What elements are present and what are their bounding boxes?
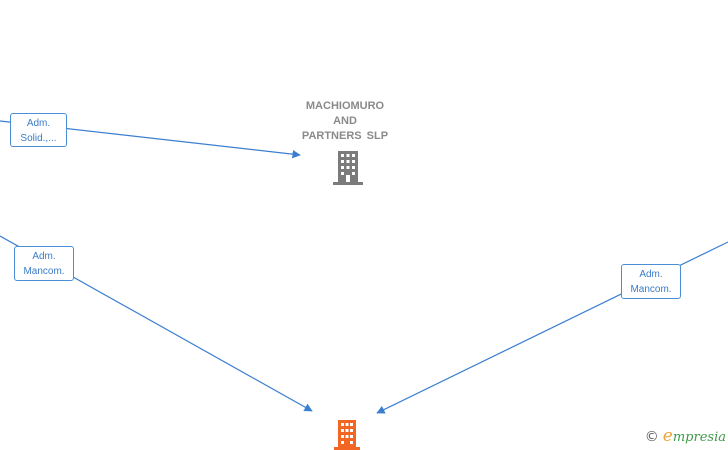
company-name-line: MACHIOMURO — [305, 100, 385, 112]
edge-label-mancom-right[interactable]: Adm. Mancom. — [621, 264, 681, 299]
edge-label-line: Adm. — [32, 251, 56, 262]
edge-label-line: Mancom. — [630, 284, 672, 295]
company-name-line: AND — [333, 115, 357, 127]
edge-label-line: Adm. — [26, 118, 51, 129]
edge-label-line: Mancom. — [23, 266, 65, 277]
brand-initial: e — [662, 426, 673, 446]
company-name-line: PARTNERS SLP — [301, 130, 389, 142]
edge-label-line: Solid.,... — [20, 133, 57, 144]
building-icon[interactable] — [332, 149, 364, 185]
company-name-label[interactable]: MACHIOMURO AND PARTNERS SLP — [290, 99, 400, 144]
brand-logo: ©empresia — [645, 426, 726, 446]
copyright-symbol: © — [644, 429, 659, 445]
building-icon[interactable] — [333, 418, 361, 450]
edge-label-solid[interactable]: Adm. Solid.,... — [10, 113, 67, 147]
edge-label-mancom-left[interactable]: Adm. Mancom. — [14, 246, 74, 281]
edge-label-line: Adm. — [639, 269, 663, 280]
brand-name: mpresia — [672, 430, 726, 445]
